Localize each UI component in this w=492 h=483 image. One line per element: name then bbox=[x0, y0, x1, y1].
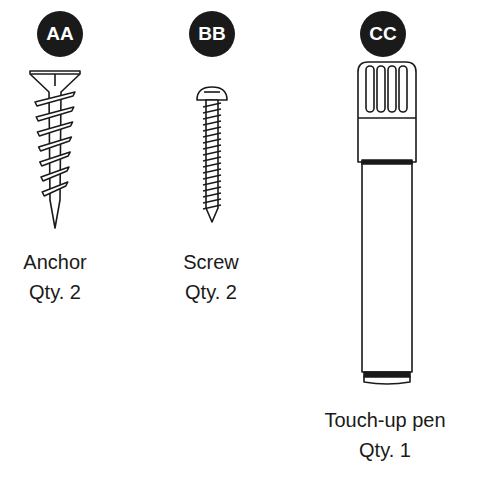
part-caption: Anchor bbox=[23, 250, 86, 274]
touch-up-pen-drawing bbox=[358, 62, 416, 384]
screw-drawing bbox=[197, 87, 227, 222]
callout-circle: BB bbox=[189, 11, 235, 57]
callout-letter: CC bbox=[369, 23, 396, 45]
part-caption: Screw bbox=[183, 250, 239, 274]
part-caption: Qty. 2 bbox=[29, 280, 81, 304]
anchor-drawing bbox=[30, 71, 80, 228]
part-caption: Touch-up pen bbox=[324, 408, 445, 432]
part-caption: Qty. 1 bbox=[359, 438, 411, 462]
part-caption: Qty. 2 bbox=[185, 280, 237, 304]
callout-letter: AA bbox=[46, 23, 73, 45]
callout-letter: BB bbox=[198, 23, 225, 45]
callout-circle: AA bbox=[37, 11, 83, 57]
callout-circle: CC bbox=[360, 11, 406, 57]
